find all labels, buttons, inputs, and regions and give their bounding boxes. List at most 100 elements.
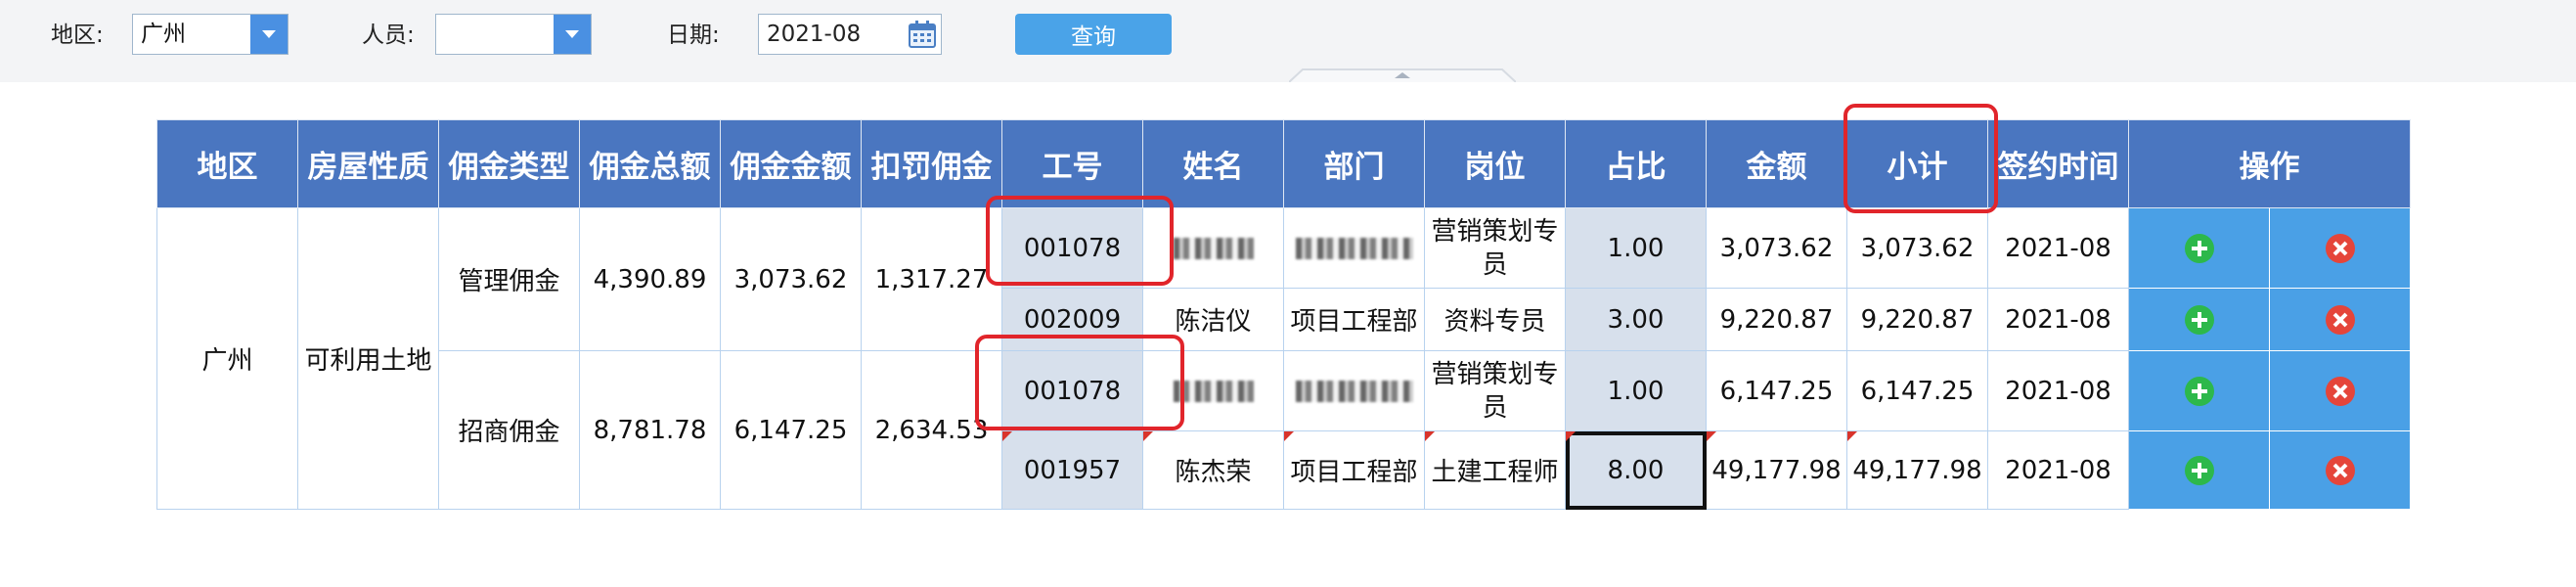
- plus-circle-icon: [2184, 455, 2214, 485]
- subtotal-value: 49,177.98: [1852, 455, 1982, 485]
- filter-bar: 地区: 广州 人员: 日期: 2021-08 查询: [0, 0, 2576, 82]
- post-cell[interactable]: 营销策划专员: [1424, 207, 1566, 289]
- error-flag-icon: [1002, 431, 1012, 441]
- column-header-commission-type[interactable]: 佣金类型: [438, 119, 580, 208]
- region-cell[interactable]: 广州: [156, 207, 298, 510]
- date-input[interactable]: 2021-08: [758, 14, 942, 55]
- ratio-value: 8.00: [1607, 455, 1665, 485]
- name-cell[interactable]: 陈洁仪: [1142, 288, 1284, 351]
- emp-no-cell[interactable]: 001078: [1001, 207, 1143, 289]
- name-cell[interactable]: 陈杰荣: [1142, 430, 1284, 510]
- x-circle-icon: [2325, 376, 2355, 406]
- x-circle-icon: [2325, 233, 2355, 263]
- emp-no-cell[interactable]: 002009: [1001, 288, 1143, 351]
- commission-table: 地区 房屋性质 佣金类型 佣金总额 佣金金额 扣罚佣金 工号 姓名 部门 岗位 …: [156, 119, 2411, 510]
- sign-date-cell[interactable]: 2021-08: [1987, 430, 2129, 510]
- name-cell-redacted[interactable]: [1142, 350, 1284, 431]
- column-header-amount[interactable]: 金额: [1706, 119, 1847, 208]
- add-row-button[interactable]: [2128, 430, 2270, 510]
- x-circle-icon: [2325, 455, 2355, 485]
- subtotal-cell[interactable]: 49,177.98: [1846, 430, 1988, 510]
- column-header-commission-total[interactable]: 佣金总额: [579, 119, 721, 208]
- column-header-commission-amount[interactable]: 佣金金额: [720, 119, 862, 208]
- column-header-emp-no[interactable]: 工号: [1001, 119, 1143, 208]
- sign-date-cell[interactable]: 2021-08: [1987, 207, 2129, 289]
- column-header-property-type[interactable]: 房屋性质: [297, 119, 439, 208]
- ratio-cell[interactable]: 1.00: [1565, 350, 1707, 431]
- redacted-name: [1173, 381, 1254, 402]
- table-row: 001957 陈杰荣 项目工程部 土建工程师 8.00 49,177.98 49…: [157, 430, 2411, 510]
- dept-cell[interactable]: 项目工程部: [1283, 288, 1425, 351]
- dept-cell-redacted[interactable]: [1283, 350, 1425, 431]
- column-header-sign-date[interactable]: 签约时间: [1987, 119, 2129, 208]
- add-row-button[interactable]: [2128, 207, 2270, 289]
- add-row-button[interactable]: [2128, 350, 2270, 431]
- calendar-icon[interactable]: [906, 18, 939, 51]
- subtotal-cell[interactable]: 9,220.87: [1846, 288, 1988, 351]
- dept-cell[interactable]: 项目工程部: [1283, 430, 1425, 510]
- error-flag-icon: [1284, 431, 1294, 441]
- subtotal-cell[interactable]: 3,073.62: [1846, 207, 1988, 289]
- redacted-dept: [1295, 238, 1413, 259]
- collapse-panel-icon[interactable]: [1289, 68, 1516, 82]
- column-header-post[interactable]: 岗位: [1424, 119, 1566, 208]
- post-cell[interactable]: 资料专员: [1424, 288, 1566, 351]
- amount-cell[interactable]: 9,220.87: [1706, 288, 1847, 351]
- chevron-down-icon[interactable]: [554, 15, 591, 54]
- error-flag-icon: [1847, 431, 1857, 441]
- post-cell[interactable]: 营销策划专员: [1424, 350, 1566, 431]
- plus-circle-icon: [2184, 233, 2214, 263]
- commission-type-cell[interactable]: 招商佣金: [438, 350, 580, 510]
- column-header-ratio[interactable]: 占比: [1565, 119, 1707, 208]
- delete-row-button[interactable]: [2269, 288, 2411, 351]
- delete-row-button[interactable]: [2269, 430, 2411, 510]
- region-label: 地区:: [51, 23, 104, 48]
- property-type-cell[interactable]: 可利用土地: [297, 207, 439, 510]
- emp-no-value: 001957: [1023, 455, 1122, 485]
- column-header-penalty[interactable]: 扣罚佣金: [861, 119, 1002, 208]
- table-row: 广州 可利用土地 管理佣金 4,390.89 3,073.62 1,317.27…: [156, 207, 2411, 510]
- post-value: 土建工程师: [1431, 458, 1559, 487]
- error-flag-icon: [1425, 431, 1435, 441]
- commission-amount-cell[interactable]: 3,073.62: [720, 207, 862, 351]
- name-cell-redacted[interactable]: [1142, 207, 1284, 289]
- emp-no-cell[interactable]: 001957: [1001, 430, 1143, 510]
- commission-amount-cell[interactable]: 6,147.25: [720, 350, 862, 510]
- commission-total-cell[interactable]: 8,781.78: [579, 350, 721, 510]
- dept-cell-redacted[interactable]: [1283, 207, 1425, 289]
- error-flag-icon: [1566, 431, 1576, 441]
- column-header-region[interactable]: 地区: [156, 119, 298, 208]
- sign-date-cell[interactable]: 2021-08: [1987, 288, 2129, 351]
- commission-total-cell[interactable]: 4,390.89: [579, 207, 721, 351]
- commission-type-cell[interactable]: 管理佣金: [438, 207, 580, 351]
- amount-cell[interactable]: 3,073.62: [1706, 207, 1847, 289]
- penalty-cell[interactable]: 2,634.53: [861, 350, 1002, 510]
- error-flag-icon: [1143, 431, 1153, 441]
- column-header-dept[interactable]: 部门: [1283, 119, 1425, 208]
- penalty-cell[interactable]: 1,317.27: [861, 207, 1002, 351]
- ratio-cell[interactable]: 1.00: [1565, 207, 1707, 289]
- subtotal-cell[interactable]: 6,147.25: [1846, 350, 1988, 431]
- column-header-subtotal[interactable]: 小计: [1846, 119, 1988, 208]
- emp-no-cell[interactable]: 001078: [1001, 350, 1143, 431]
- region-select[interactable]: 广州: [132, 14, 289, 55]
- table-header-row: 地区 房屋性质 佣金类型 佣金总额 佣金金额 扣罚佣金 工号 姓名 部门 岗位 …: [156, 119, 2411, 208]
- delete-row-button[interactable]: [2269, 350, 2411, 431]
- person-select[interactable]: [435, 14, 592, 55]
- ratio-cell-selected[interactable]: 8.00: [1565, 430, 1707, 510]
- error-flag-icon: [1707, 431, 1716, 441]
- plus-circle-icon: [2184, 304, 2214, 335]
- ratio-cell[interactable]: 3.00: [1565, 288, 1707, 351]
- chevron-down-icon[interactable]: [250, 15, 288, 54]
- delete-row-button[interactable]: [2269, 207, 2411, 289]
- redacted-name: [1173, 238, 1254, 259]
- amount-value: 49,177.98: [1711, 455, 1842, 485]
- sign-date-cell[interactable]: 2021-08: [1987, 350, 2129, 431]
- dept-value: 项目工程部: [1290, 458, 1418, 487]
- add-row-button[interactable]: [2128, 288, 2270, 351]
- amount-cell[interactable]: 49,177.98: [1706, 430, 1847, 510]
- column-header-name[interactable]: 姓名: [1142, 119, 1284, 208]
- amount-cell[interactable]: 6,147.25: [1706, 350, 1847, 431]
- query-button[interactable]: 查询: [1015, 14, 1172, 55]
- post-cell[interactable]: 土建工程师: [1424, 430, 1566, 510]
